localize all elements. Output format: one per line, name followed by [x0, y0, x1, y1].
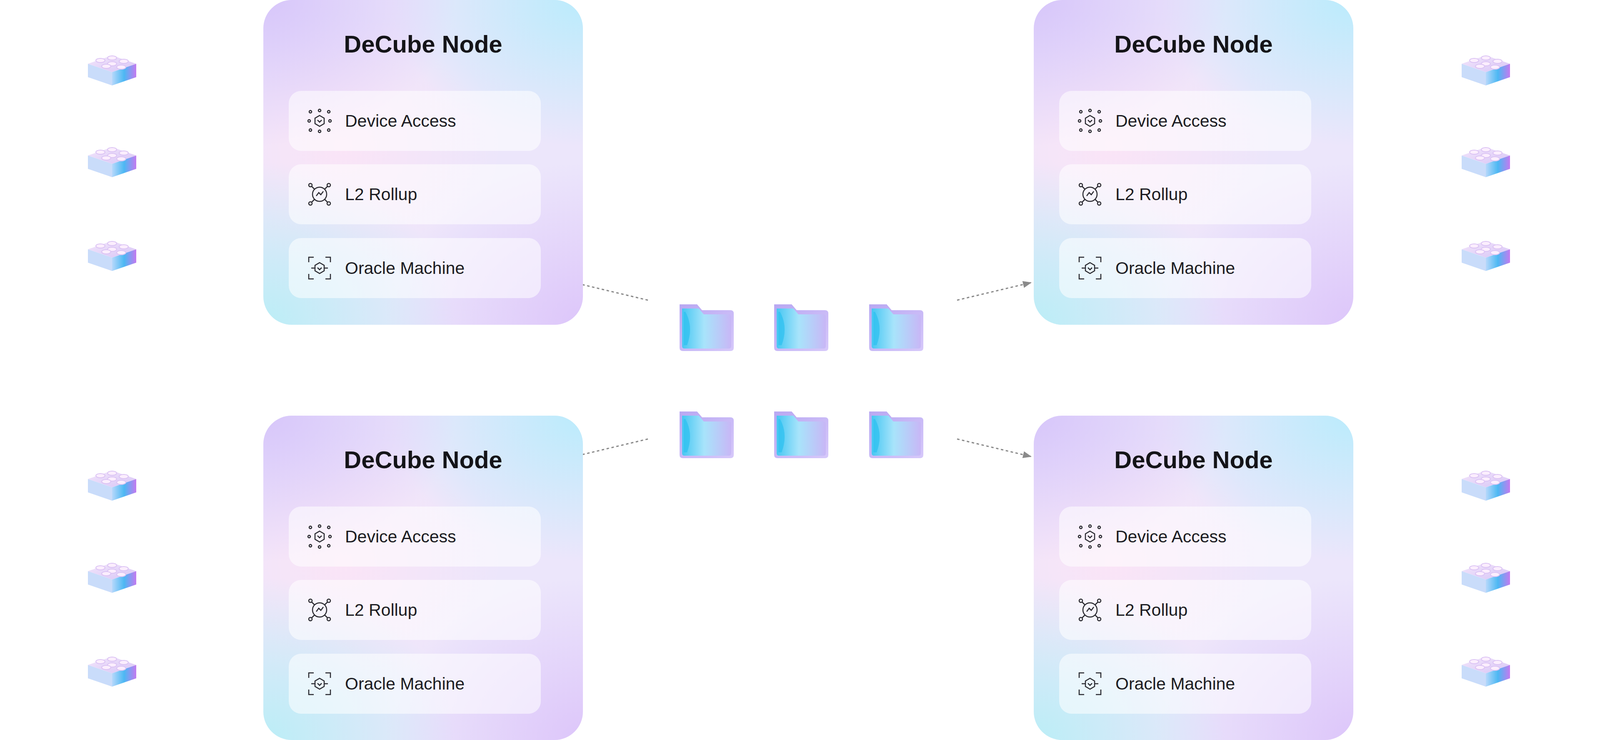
row-label: Device Access [345, 526, 457, 547]
row-icon [307, 108, 333, 134]
node-title: DeCube Node [263, 445, 583, 474]
row-icon [307, 255, 333, 281]
node-title: DeCube Node [1033, 445, 1354, 474]
row-label: Device Access [345, 111, 457, 131]
row-icon [1077, 523, 1103, 549]
row-label: L2 Rollup [345, 184, 418, 205]
row-box: Device Access [288, 506, 541, 567]
row-label: L2 Rollup [1115, 184, 1188, 205]
node-box: DeCube NodeDevice Access L2 RollupOracle … [263, 0, 583, 325]
row-box: L2 Rollup [1059, 579, 1312, 640]
node-box: DeCube NodeDevice Access L2 RollupOracle … [1033, 0, 1354, 325]
row-icon [1077, 597, 1103, 623]
node-box: DeCube NodeDevice Access L2 RollupOracle … [263, 415, 583, 740]
row-label: Oracle Machine [1115, 258, 1235, 278]
row-icon [307, 181, 333, 207]
brick-column-left [87, 55, 137, 687]
node-title: DeCube Node [1033, 30, 1354, 58]
row-icon [307, 670, 333, 696]
row-icon [307, 523, 333, 549]
row-box: Oracle Machine [288, 653, 541, 714]
row-label: Oracle Machine [345, 673, 465, 694]
dashed-arrows [574, 282, 1031, 457]
row-label: Oracle Machine [1115, 673, 1235, 694]
row-box: Device Access [1059, 90, 1312, 151]
row-box: L2 Rollup [1059, 164, 1312, 225]
row-box: Oracle Machine [288, 237, 541, 298]
node-title: DeCube Node [263, 30, 583, 58]
folder-cluster [679, 304, 924, 458]
row-icon [307, 597, 333, 623]
row-label: Device Access [1115, 526, 1227, 547]
row-icon [1077, 181, 1103, 207]
row-box: Device Access [288, 90, 541, 151]
row-box: L2 Rollup [288, 164, 541, 225]
row-box: L2 Rollup [288, 579, 541, 640]
row-icon [1077, 670, 1103, 696]
row-icon [1077, 255, 1103, 281]
row-label: Device Access [1115, 111, 1227, 131]
brick-column-right [1461, 55, 1510, 687]
row-label: Oracle Machine [345, 258, 465, 278]
row-icon [1077, 108, 1103, 134]
row-box: Oracle Machine [1059, 653, 1312, 714]
node-box: DeCube NodeDevice Access L2 RollupOracle … [1033, 415, 1354, 740]
row-label: L2 Rollup [1115, 600, 1188, 620]
row-box: Oracle Machine [1059, 237, 1312, 298]
row-label: L2 Rollup [345, 600, 418, 620]
row-box: Device Access [1059, 506, 1312, 567]
